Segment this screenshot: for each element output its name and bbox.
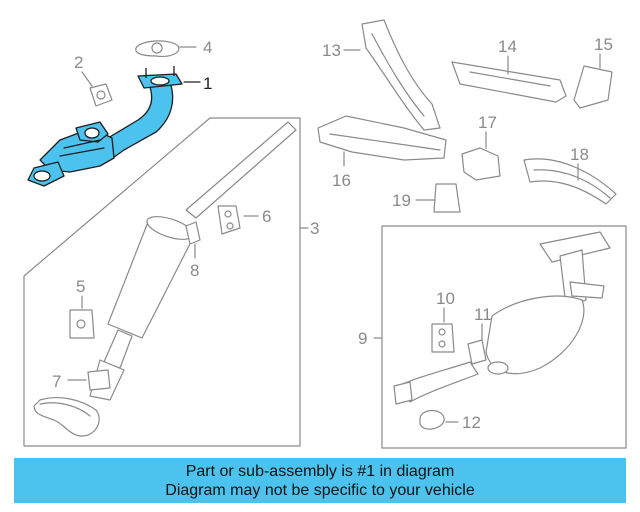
- callout-15: 15: [594, 35, 613, 54]
- callout-17: 17: [478, 113, 497, 132]
- callout-1: 1: [203, 74, 212, 93]
- rear-muffler-assembly: [393, 231, 611, 405]
- banner-line-1: Part or sub-assembly is #1 in diagram: [185, 462, 455, 480]
- part-1-front-pipe[interactable]: [27, 66, 183, 187]
- callout-13: 13: [322, 41, 341, 60]
- part-19-hanger[interactable]: [433, 183, 461, 213]
- group-9-outline: [381, 225, 627, 449]
- callout-9: 9: [358, 329, 367, 348]
- callout-16: 16: [332, 171, 351, 190]
- part-10-isolator[interactable]: [431, 323, 455, 353]
- callout-4: 4: [203, 38, 212, 57]
- part-12-clamp[interactable]: [419, 409, 445, 430]
- callout-14: 14: [498, 37, 517, 56]
- part-18-heat-shield[interactable]: [523, 158, 617, 205]
- callout-6: 6: [262, 207, 271, 226]
- part-6-isolator[interactable]: [217, 205, 241, 235]
- part-15-bracket[interactable]: [573, 65, 613, 109]
- part-11-bracket[interactable]: [467, 339, 487, 365]
- banner-line-2: Diagram may not be specific to your vehi…: [165, 481, 475, 499]
- callout-12: 12: [462, 413, 481, 432]
- exhaust-parts-diagram: 1 2 4 3 5 6 7: [23, 19, 627, 449]
- part-16-heat-shield[interactable]: [317, 115, 447, 161]
- callout-5: 5: [76, 277, 85, 296]
- part-4-flange-gasket[interactable]: [135, 40, 180, 57]
- intermediate-pipe-muffler: [33, 121, 297, 437]
- part-13-heat-shield[interactable]: [361, 19, 441, 131]
- part-14-heat-shield[interactable]: [451, 61, 567, 103]
- info-banner: Part or sub-assembly is #1 in diagram Di…: [14, 458, 626, 503]
- callout-8: 8: [190, 261, 199, 280]
- leader-2: [81, 71, 93, 87]
- callout-3: 3: [310, 219, 319, 238]
- callout-11: 11: [474, 305, 492, 324]
- callout-7: 7: [52, 372, 61, 391]
- part-7-clamp[interactable]: [87, 369, 111, 391]
- callout-10: 10: [436, 289, 455, 308]
- part-17-hanger[interactable]: [461, 147, 501, 181]
- part-8-bracket[interactable]: [185, 221, 201, 245]
- part-5-hanger[interactable]: [69, 309, 95, 339]
- callout-19: 19: [392, 191, 411, 210]
- group-3-outline: [23, 117, 301, 447]
- callout-2: 2: [74, 53, 83, 72]
- callout-18: 18: [570, 145, 589, 164]
- part-2-gasket[interactable]: [89, 83, 113, 107]
